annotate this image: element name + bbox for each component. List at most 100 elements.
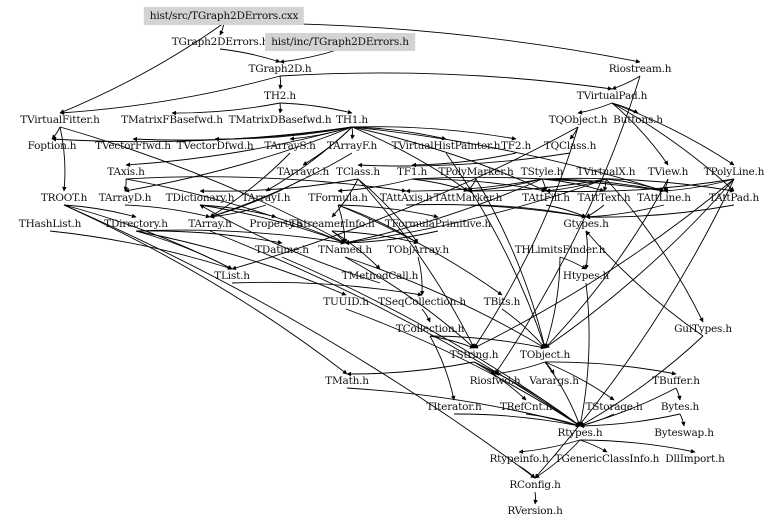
edge-trefcnt-to-rtypes bbox=[525, 413, 581, 427]
graph-node-varargs[interactable]: Varargs.h bbox=[529, 375, 579, 387]
graph-node-tqclass[interactable]: TQClass.h bbox=[543, 140, 597, 152]
graph-node-thashlist[interactable]: THashList.h bbox=[18, 218, 82, 230]
graph-node-guitypes[interactable]: GuiTypes.h bbox=[674, 323, 732, 335]
graph-node-rtypes[interactable]: Rtypes.h bbox=[557, 427, 603, 439]
graph-node-tmethodcall[interactable]: TMethodCall.h bbox=[341, 270, 419, 282]
edge-riostream-to-tvirtualpad bbox=[611, 75, 641, 90]
graph-node-tvirtualpad[interactable]: TVirtualPad.h bbox=[576, 90, 648, 102]
graph-node-troot[interactable]: TROOT.h bbox=[40, 192, 88, 204]
graph-node-tview[interactable]: TView.h bbox=[647, 166, 689, 178]
graph-node-riosfwd[interactable]: Riosfwd.h bbox=[469, 375, 521, 387]
graph-node-tvirtualfitter[interactable]: TVirtualFitter.h bbox=[20, 114, 100, 126]
graph-node-riostream[interactable]: Riostream.h bbox=[608, 63, 672, 75]
graph-node-tmatrixfbasefwd[interactable]: TMatrixFBasefwd.h bbox=[121, 114, 223, 126]
graph-node-tcollection[interactable]: TCollection.h bbox=[395, 323, 465, 335]
edge-tqobject-to-tlist bbox=[231, 126, 579, 271]
graph-node-titerator[interactable]: TIterator.h bbox=[426, 401, 482, 413]
graph-node-rversion[interactable]: RVersion.h bbox=[507, 505, 563, 517]
edge-tbuffer-to-bytes bbox=[675, 387, 682, 401]
graph-node-tarrayi[interactable]: TArrayI.h bbox=[241, 192, 291, 204]
graph-node-tgenericclassinfo[interactable]: TGenericClassInfo.h bbox=[554, 453, 660, 465]
graph-node-tbits[interactable]: TBits.h bbox=[483, 296, 521, 308]
graph-node-gtypes[interactable]: Gtypes.h bbox=[563, 218, 609, 230]
graph-node-tvectordfwd[interactable]: TVectorDfwd.h bbox=[176, 140, 254, 152]
edge-tbits-to-tobject bbox=[501, 308, 546, 349]
graph-node-th1[interactable]: TH1.h bbox=[336, 114, 368, 126]
graph-node-tmath[interactable]: TMath.h bbox=[325, 375, 369, 387]
graph-node-taxis[interactable]: TAxis.h bbox=[107, 166, 145, 178]
graph-node-foption[interactable]: Foption.h bbox=[27, 140, 77, 152]
graph-node-thlimitsfinder[interactable]: THLimitsFinder.h bbox=[514, 244, 606, 256]
edge-tformulaprimitive-to-tnamed bbox=[344, 230, 439, 246]
graph-node-tgraph2d[interactable]: TGraph2D.h bbox=[248, 63, 312, 75]
graph-node-htypes[interactable]: Htypes.h bbox=[562, 270, 610, 282]
graph-node-tatttext[interactable]: TAttText.h bbox=[577, 192, 631, 204]
graph-node-tlist[interactable]: TList.h bbox=[214, 270, 250, 282]
graph-node-tarray[interactable]: TArray.h bbox=[188, 218, 232, 230]
edge-src-to-tvirtualfitter bbox=[59, 22, 225, 114]
edge-thashlist-to-tlist bbox=[49, 230, 233, 270]
graph-node-tseqcollection[interactable]: TSeqCollection.h bbox=[378, 296, 466, 308]
graph-node-tdatime[interactable]: TDatime.h bbox=[255, 244, 309, 256]
graph-node-tvectorffwd[interactable]: TVectorFfwd.h bbox=[95, 140, 171, 152]
graph-node-tstorage[interactable]: TStorage.h bbox=[585, 401, 643, 413]
graph-node-tpolyline[interactable]: TPolyLine.h bbox=[703, 166, 765, 178]
graph-node-tstyle[interactable]: TStyle.h bbox=[520, 166, 564, 178]
graph-node-buttons[interactable]: Buttons.h bbox=[613, 114, 663, 126]
edge-tvirtualx-to-tnamed bbox=[344, 178, 607, 245]
edge-tclass-to-tdictionary bbox=[199, 178, 359, 194]
graph-node-th2[interactable]: TH2.h bbox=[264, 90, 296, 102]
graph-node-tvirtualx[interactable]: TVirtualX.h bbox=[576, 166, 636, 178]
graph-node-tattfill[interactable]: TAttFill.h bbox=[522, 192, 570, 204]
graph-node-tvirtualhistpainter[interactable]: TVirtualHistPainter.h bbox=[391, 140, 501, 152]
graph-node-tformulaprimitive[interactable]: TFormulaPrimitive.h bbox=[384, 218, 492, 230]
graph-node-bytes[interactable]: Bytes.h bbox=[660, 401, 700, 413]
edge-tatttext-to-gtypes bbox=[585, 204, 605, 218]
graph-node-inc[interactable]: hist/inc/TGraph2DErrors.h bbox=[265, 33, 415, 51]
edge-tarrays-to-tarray bbox=[209, 152, 291, 218]
graph-node-rconfig[interactable]: RConfig.h bbox=[509, 479, 561, 491]
graph-node-tuuid[interactable]: TUUID.h bbox=[323, 296, 369, 308]
edge-tattfill-to-gtypes bbox=[545, 204, 587, 218]
graph-node-tclass[interactable]: TClass.h bbox=[336, 166, 380, 178]
graph-node-tpolymarker[interactable]: TPolyMarker.h bbox=[438, 166, 514, 178]
graph-node-rtypeinfo[interactable]: Rtypeinfo.h bbox=[489, 453, 549, 465]
graph-node-tobject[interactable]: TObject.h bbox=[519, 349, 571, 361]
graph-node-tmatrixdbasefwd[interactable]: TMatrixDBasefwd.h bbox=[228, 114, 332, 126]
graph-node-tf1[interactable]: TF1.h bbox=[396, 166, 428, 178]
graph-node-tattpad[interactable]: TAttPad.h bbox=[708, 192, 760, 204]
graph-node-tnamed[interactable]: TNamed.h bbox=[318, 244, 372, 256]
edge-tdirectory-to-tdatime bbox=[135, 230, 283, 245]
graph-node-tstreamerinfo[interactable]: TStreamerInfo.h bbox=[289, 218, 375, 230]
graph-node-dllimport[interactable]: DllImport.h bbox=[665, 453, 725, 465]
graph-node-tattaxis[interactable]: TAttAxis.h bbox=[379, 192, 433, 204]
graph-node-tattline[interactable]: TAttLine.h bbox=[637, 192, 691, 204]
graph-node-tqobject[interactable]: TQObject.h bbox=[548, 114, 608, 126]
graph-node-tarrayf[interactable]: TArrayF.h bbox=[326, 140, 378, 152]
graph-node-tformula[interactable]: TFormula.h bbox=[308, 192, 368, 204]
edge-tstring-to-rtypes bbox=[473, 361, 581, 427]
edge-tnamed-to-tobject bbox=[344, 256, 546, 349]
edge-tarrayc-to-tarray bbox=[209, 178, 304, 219]
graph-node-tarrayc[interactable]: TArrayC.h bbox=[276, 166, 330, 178]
graph-node-tf2[interactable]: TF2.h bbox=[500, 140, 532, 152]
edge-tvirtualfitter-to-foption bbox=[51, 126, 61, 140]
graph-node-tstring[interactable]: TString.h bbox=[449, 349, 499, 361]
graph-node-tarrayd[interactable]: TArrayD.h bbox=[98, 192, 152, 204]
graph-node-tbuffer[interactable]: TBuffer.h bbox=[652, 375, 700, 387]
graph-node-tdirectory[interactable]: TDirectory.h bbox=[104, 218, 168, 230]
graph-node-byteswap[interactable]: Byteswap.h bbox=[654, 427, 714, 439]
graph-node-tdictionary[interactable]: TDictionary.h bbox=[165, 192, 235, 204]
graph-node-property[interactable]: Property.h bbox=[249, 218, 303, 230]
graph-node-tarrays[interactable]: TArrayS.h bbox=[264, 140, 316, 152]
edge-bytes-to-byteswap bbox=[679, 413, 686, 427]
edge-tpolymarker-to-tobject bbox=[475, 178, 547, 349]
graph-node-tattmarker[interactable]: TAttMarker.h bbox=[433, 192, 503, 204]
graph-node-tobjarray[interactable]: TObjArray.h bbox=[387, 244, 449, 256]
edge-troot-to-tlist bbox=[63, 204, 233, 270]
graph-node-tgraph2derrors[interactable]: TGraph2DErrors.h bbox=[171, 36, 269, 48]
graph-node-trefcnt[interactable]: TRefCnt.h bbox=[499, 401, 553, 413]
graph-node-src[interactable]: hist/src/TGraph2DErrors.cxx bbox=[143, 7, 305, 25]
